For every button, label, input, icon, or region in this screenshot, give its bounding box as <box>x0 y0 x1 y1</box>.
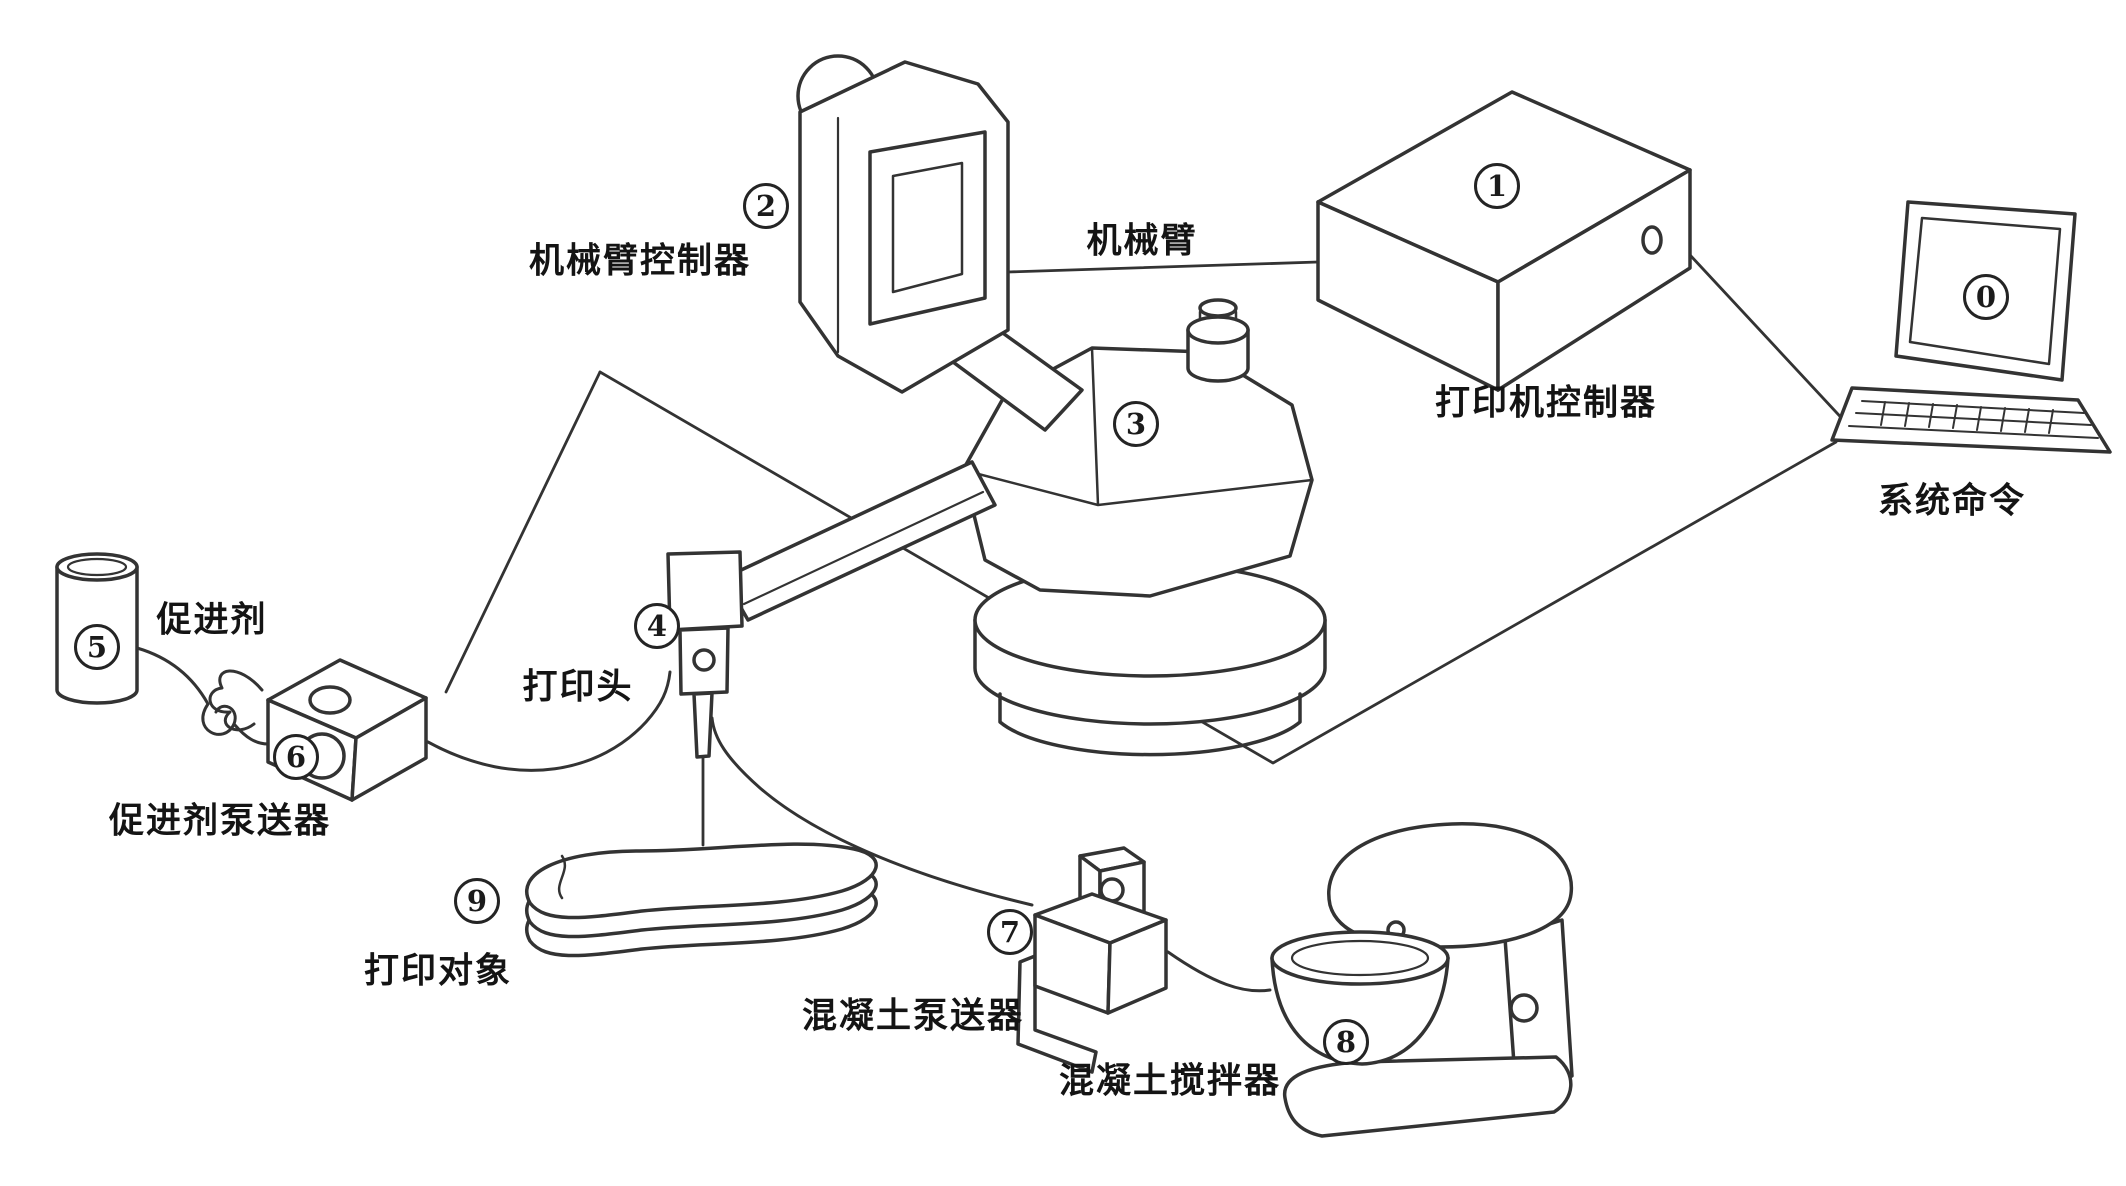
marker-arm-controller: 2 <box>743 183 789 229</box>
printed-object <box>525 842 878 958</box>
marker-concrete-mixer: 8 <box>1323 1019 1369 1065</box>
label-arm-controller: 机械臂控制器 <box>528 241 752 282</box>
marker-number: 8 <box>1335 1024 1357 1059</box>
marker-concrete-pump: 7 <box>987 909 1033 955</box>
robot-lower-link <box>722 460 997 622</box>
label-concrete-pump: 混凝土泵送器 <box>801 996 1025 1037</box>
marker-accelerator: 5 <box>74 624 120 670</box>
marker-accelerator-pump: 6 <box>273 734 319 780</box>
marker-print-head: 4 <box>634 603 680 649</box>
marker-number: 9 <box>466 883 488 918</box>
label-printed-object: 打印对象 <box>363 951 513 992</box>
marker-number: 1 <box>1486 168 1508 203</box>
arm-controller-assembly <box>796 54 1010 394</box>
marker-number: 6 <box>285 739 307 774</box>
label-robotic-arm: 机械臂 <box>1086 221 1198 262</box>
label-concrete-mixer: 混凝土搅拌器 <box>1058 1061 1282 1102</box>
marker-number: 2 <box>755 188 777 223</box>
marker-printer-controller: 1 <box>1474 163 1520 209</box>
print-head <box>666 550 744 847</box>
marker-robotic-arm: 3 <box>1113 401 1159 447</box>
robot-motor <box>1186 298 1250 383</box>
accelerator-pump <box>208 658 428 802</box>
marker-number: 7 <box>999 914 1021 949</box>
label-system-command: 系统命令 <box>1877 481 2027 522</box>
signal-lines <box>444 253 1851 765</box>
printer-controller-box <box>1316 90 1692 392</box>
concrete-pump <box>1016 846 1168 1074</box>
marker-number: 0 <box>1975 279 1997 314</box>
robot-base <box>973 562 1327 757</box>
label-printer-controller: 打印机控制器 <box>1434 383 1658 424</box>
marker-system-command: 0 <box>1963 274 2009 320</box>
laptop <box>1830 200 2112 454</box>
concrete-mixer <box>1270 822 1574 1138</box>
label-accelerator: 促进剂 <box>156 600 268 641</box>
hoses <box>135 646 1272 993</box>
marker-number: 5 <box>86 629 108 664</box>
label-accelerator-pump: 促进剂泵送器 <box>108 801 332 842</box>
label-print-head: 打印头 <box>522 667 634 708</box>
marker-printed-object: 9 <box>454 878 500 924</box>
marker-number: 3 <box>1125 406 1147 441</box>
marker-number: 4 <box>646 608 668 643</box>
